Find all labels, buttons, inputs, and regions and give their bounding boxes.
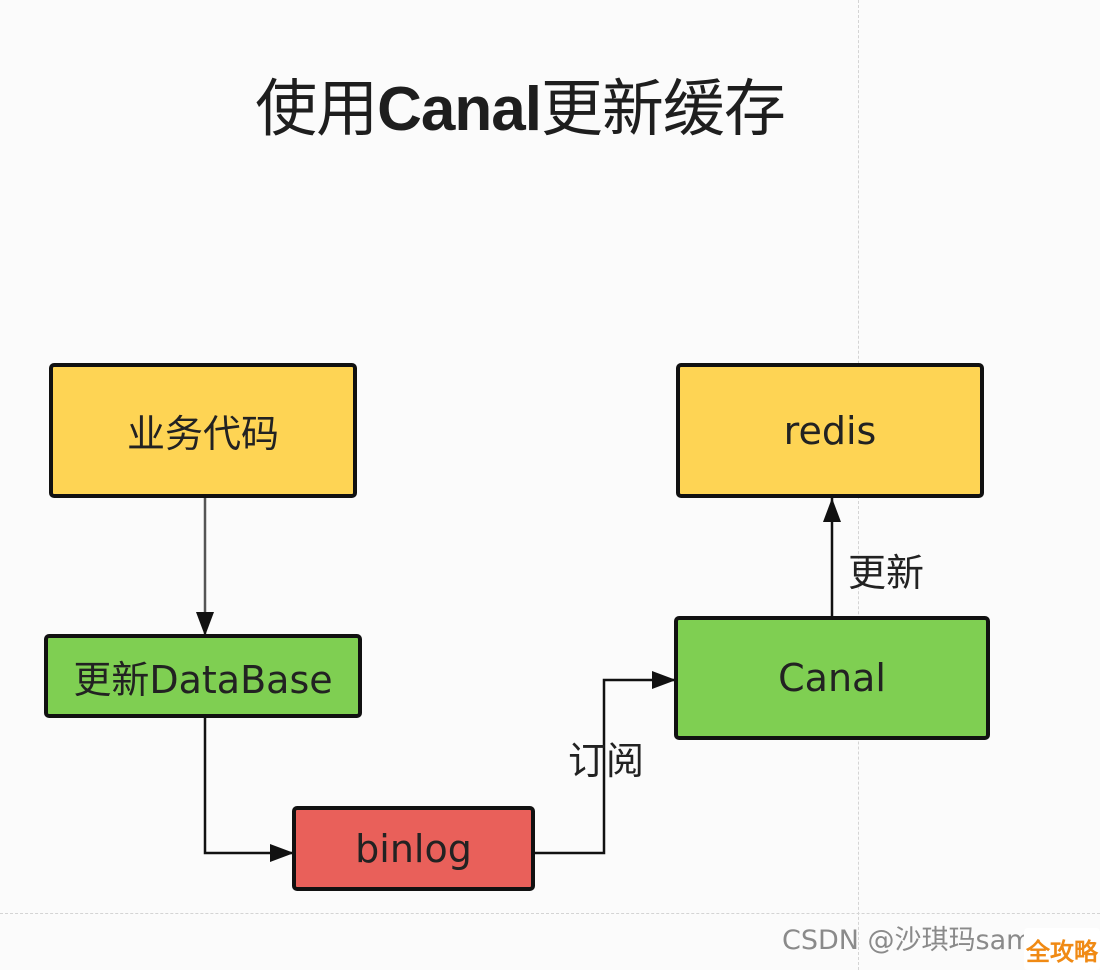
- arrowhead-business-to-db: [196, 612, 214, 636]
- arrowhead-binlog-to-canal: [652, 671, 676, 689]
- diagram-title: 使用Canal更新缓存: [0, 58, 1040, 148]
- arrow-binlog-to-canal: [535, 678, 674, 855]
- node-business-code: 业务代码: [49, 363, 357, 498]
- node-canal: Canal: [674, 616, 990, 740]
- arrowhead-db-to-binlog: [270, 844, 294, 862]
- title-prefix: 使用: [255, 72, 378, 145]
- node-redis-label: redis: [783, 408, 877, 453]
- node-update-database: 更新DataBase: [44, 634, 362, 718]
- node-canal-label: Canal: [778, 656, 886, 700]
- title-canal: Canal: [377, 75, 542, 144]
- arrow-db-to-binlog: [203, 718, 292, 855]
- node-business-code-label: 业务代码: [126, 412, 279, 456]
- horizontal-guide-line: [0, 913, 1100, 914]
- csdn-watermark: CSDN @沙琪玛sam: [782, 925, 1033, 956]
- node-binlog-label: binlog: [355, 826, 472, 871]
- site-logo-text: 全攻略: [1026, 937, 1098, 966]
- node-update-database-label: 更新DataBase: [73, 657, 333, 702]
- edge-label-subscribe: 订阅: [568, 739, 645, 783]
- arrowhead-canal-to-redis: [823, 498, 841, 522]
- site-logo-badge: 全攻略: [1024, 928, 1100, 970]
- node-redis: redis: [676, 363, 984, 498]
- node-binlog: binlog: [292, 806, 535, 891]
- edge-label-update: 更新: [848, 551, 925, 595]
- title-suffix: 更新缓存: [540, 72, 786, 145]
